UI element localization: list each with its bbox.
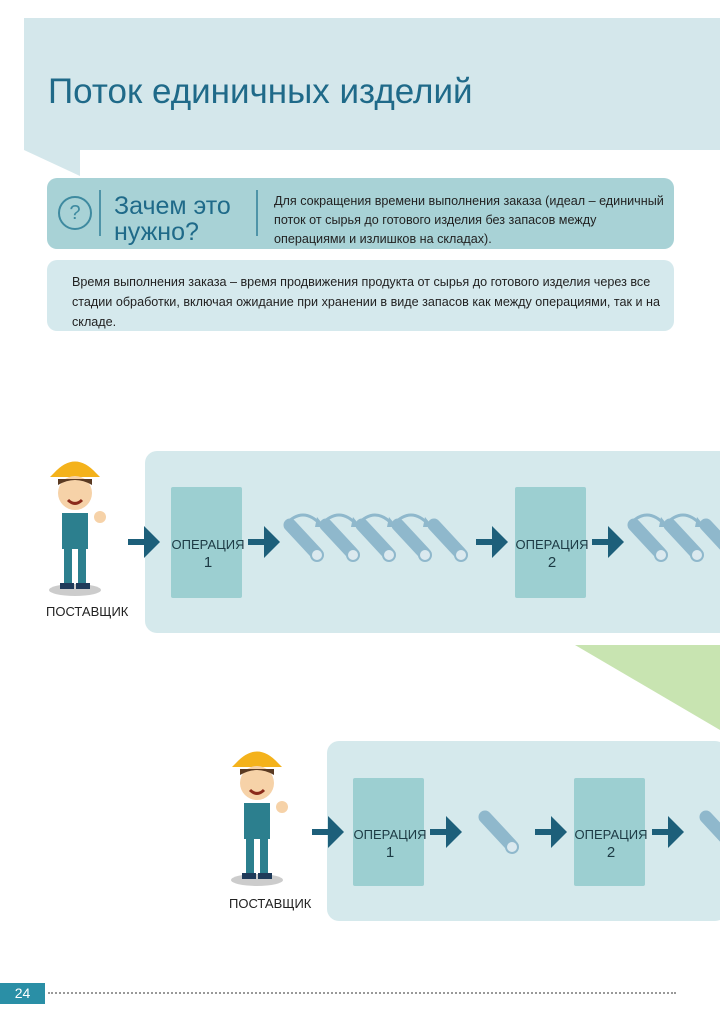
operation-2-box: [515, 487, 586, 598]
header-banner: [24, 18, 720, 150]
page-title: Поток единичных изделий: [48, 72, 473, 111]
single-tube: [485, 817, 518, 853]
arrow-icon: [535, 816, 567, 848]
arrow-icon: [592, 526, 624, 558]
definition-text: Время выполнения заказа – время продвиже…: [72, 275, 660, 329]
worker-icon: [231, 751, 288, 886]
operation-1-box: [353, 778, 424, 886]
arrow-icon: [476, 526, 508, 558]
batch-flow-arrows: [128, 513, 720, 580]
single-flow-arrows: [312, 780, 720, 870]
supplier-label: ПОСТАВЩИК: [46, 604, 129, 619]
page-number: 24: [0, 983, 45, 1004]
green-triangle-decoration: [575, 645, 720, 730]
divider: [256, 190, 258, 236]
why-text: Для сокращения времени выполнения заказа…: [274, 194, 664, 246]
divider: [99, 190, 101, 236]
why-heading: Зачем это нужно?: [114, 192, 231, 246]
arrow-icon: [430, 816, 462, 848]
why-card: [47, 178, 674, 249]
operation-2-box: [574, 778, 645, 886]
header-tail: [24, 150, 80, 176]
worker-icon: [49, 461, 106, 596]
operation-1-box: [171, 487, 242, 598]
arrow-icon: [128, 526, 160, 558]
arrow-icon: [312, 816, 344, 848]
arrow-icon: [652, 816, 684, 848]
definition-card: [47, 260, 674, 331]
supplier-label: ПОСТАВЩИК: [229, 896, 312, 911]
footer-dotted-line: [48, 992, 676, 994]
single-tube: [706, 817, 720, 853]
arrow-icon: [248, 526, 280, 558]
question-icon: ?: [58, 196, 92, 230]
